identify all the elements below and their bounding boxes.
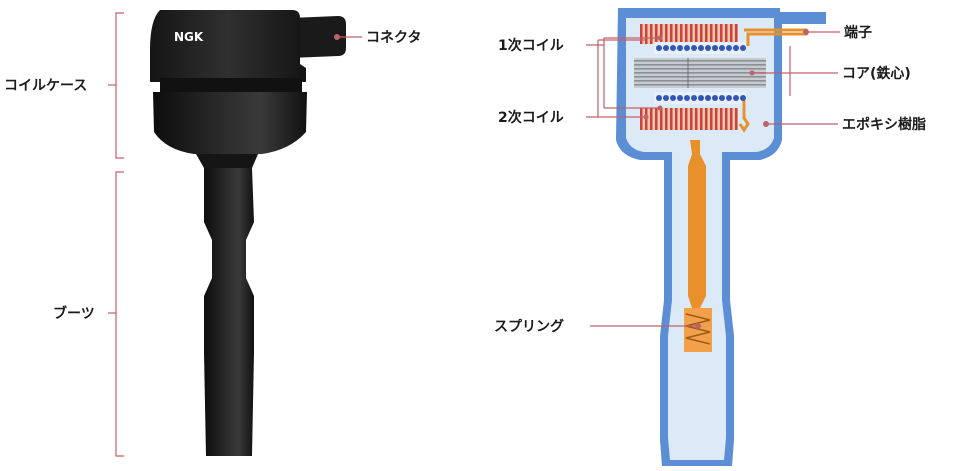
primary-winding-turn [691, 45, 697, 51]
label-boot: ブーツ [53, 305, 95, 322]
primary-winding-turn [663, 45, 669, 51]
primary-winding-turn [684, 95, 690, 101]
primary-winding-turn [684, 45, 690, 51]
primary-winding-turn [733, 45, 739, 51]
primary-winding-turn [712, 45, 718, 51]
primary-winding-turn [677, 45, 683, 51]
primary-winding-turn [740, 45, 746, 51]
winding-lower [640, 108, 738, 130]
winding-upper [640, 24, 738, 44]
label-secondary-coil: 2次コイル [498, 109, 564, 126]
primary-winding-turn [663, 95, 669, 101]
coil-cutaway-view: 1次コイル 2次コイル 端子 コア(鉄心) エポキシ樹脂 スプリング [494, 8, 926, 466]
core-leader [752, 46, 838, 96]
label-core: コア(鉄心) [842, 65, 911, 82]
core [634, 58, 766, 88]
coil-case-bracket [115, 12, 124, 159]
primary-winding-turn [726, 45, 732, 51]
coil-external-view: NGK コネクタ コイルケース ブーツ [4, 10, 421, 457]
coil-case-collar [160, 78, 302, 92]
primary-winding-turn [726, 95, 732, 101]
brand-logo: NGK [174, 30, 204, 44]
primary-winding-turn [677, 95, 683, 101]
label-spring: スプリング [494, 318, 564, 335]
boot [204, 168, 254, 456]
boot-bracket [115, 171, 124, 457]
label-coil-case: コイルケース [4, 78, 87, 94]
primary-winding-turn [740, 95, 746, 101]
primary-winding-turn [733, 95, 739, 101]
primary-winding-turn [712, 95, 718, 101]
high-voltage-rod [688, 140, 706, 308]
primary-winding-turn [719, 45, 725, 51]
primary-winding-turn [698, 45, 704, 51]
primary-winding-turn [705, 45, 711, 51]
label-connector: コネクタ [366, 30, 421, 46]
coil-case-top [150, 10, 306, 82]
primary-winding-turn [656, 95, 662, 101]
primary-winding-turn [698, 95, 704, 101]
primary-winding-turn [719, 95, 725, 101]
label-primary-coil: 1次コイル [498, 37, 564, 54]
secondary-coil-leader [586, 39, 646, 118]
primary-coil-leader [586, 37, 660, 109]
primary-winding-turn [691, 95, 697, 101]
connector [290, 16, 346, 58]
primary-winding-turn [670, 95, 676, 101]
primary-winding-turn [670, 45, 676, 51]
label-terminal: 端子 [844, 24, 872, 41]
primary-winding-turn [705, 95, 711, 101]
primary-winding-turn [656, 45, 662, 51]
label-epoxy: エポキシ樹脂 [842, 116, 926, 133]
coil-case-lower [153, 92, 307, 154]
